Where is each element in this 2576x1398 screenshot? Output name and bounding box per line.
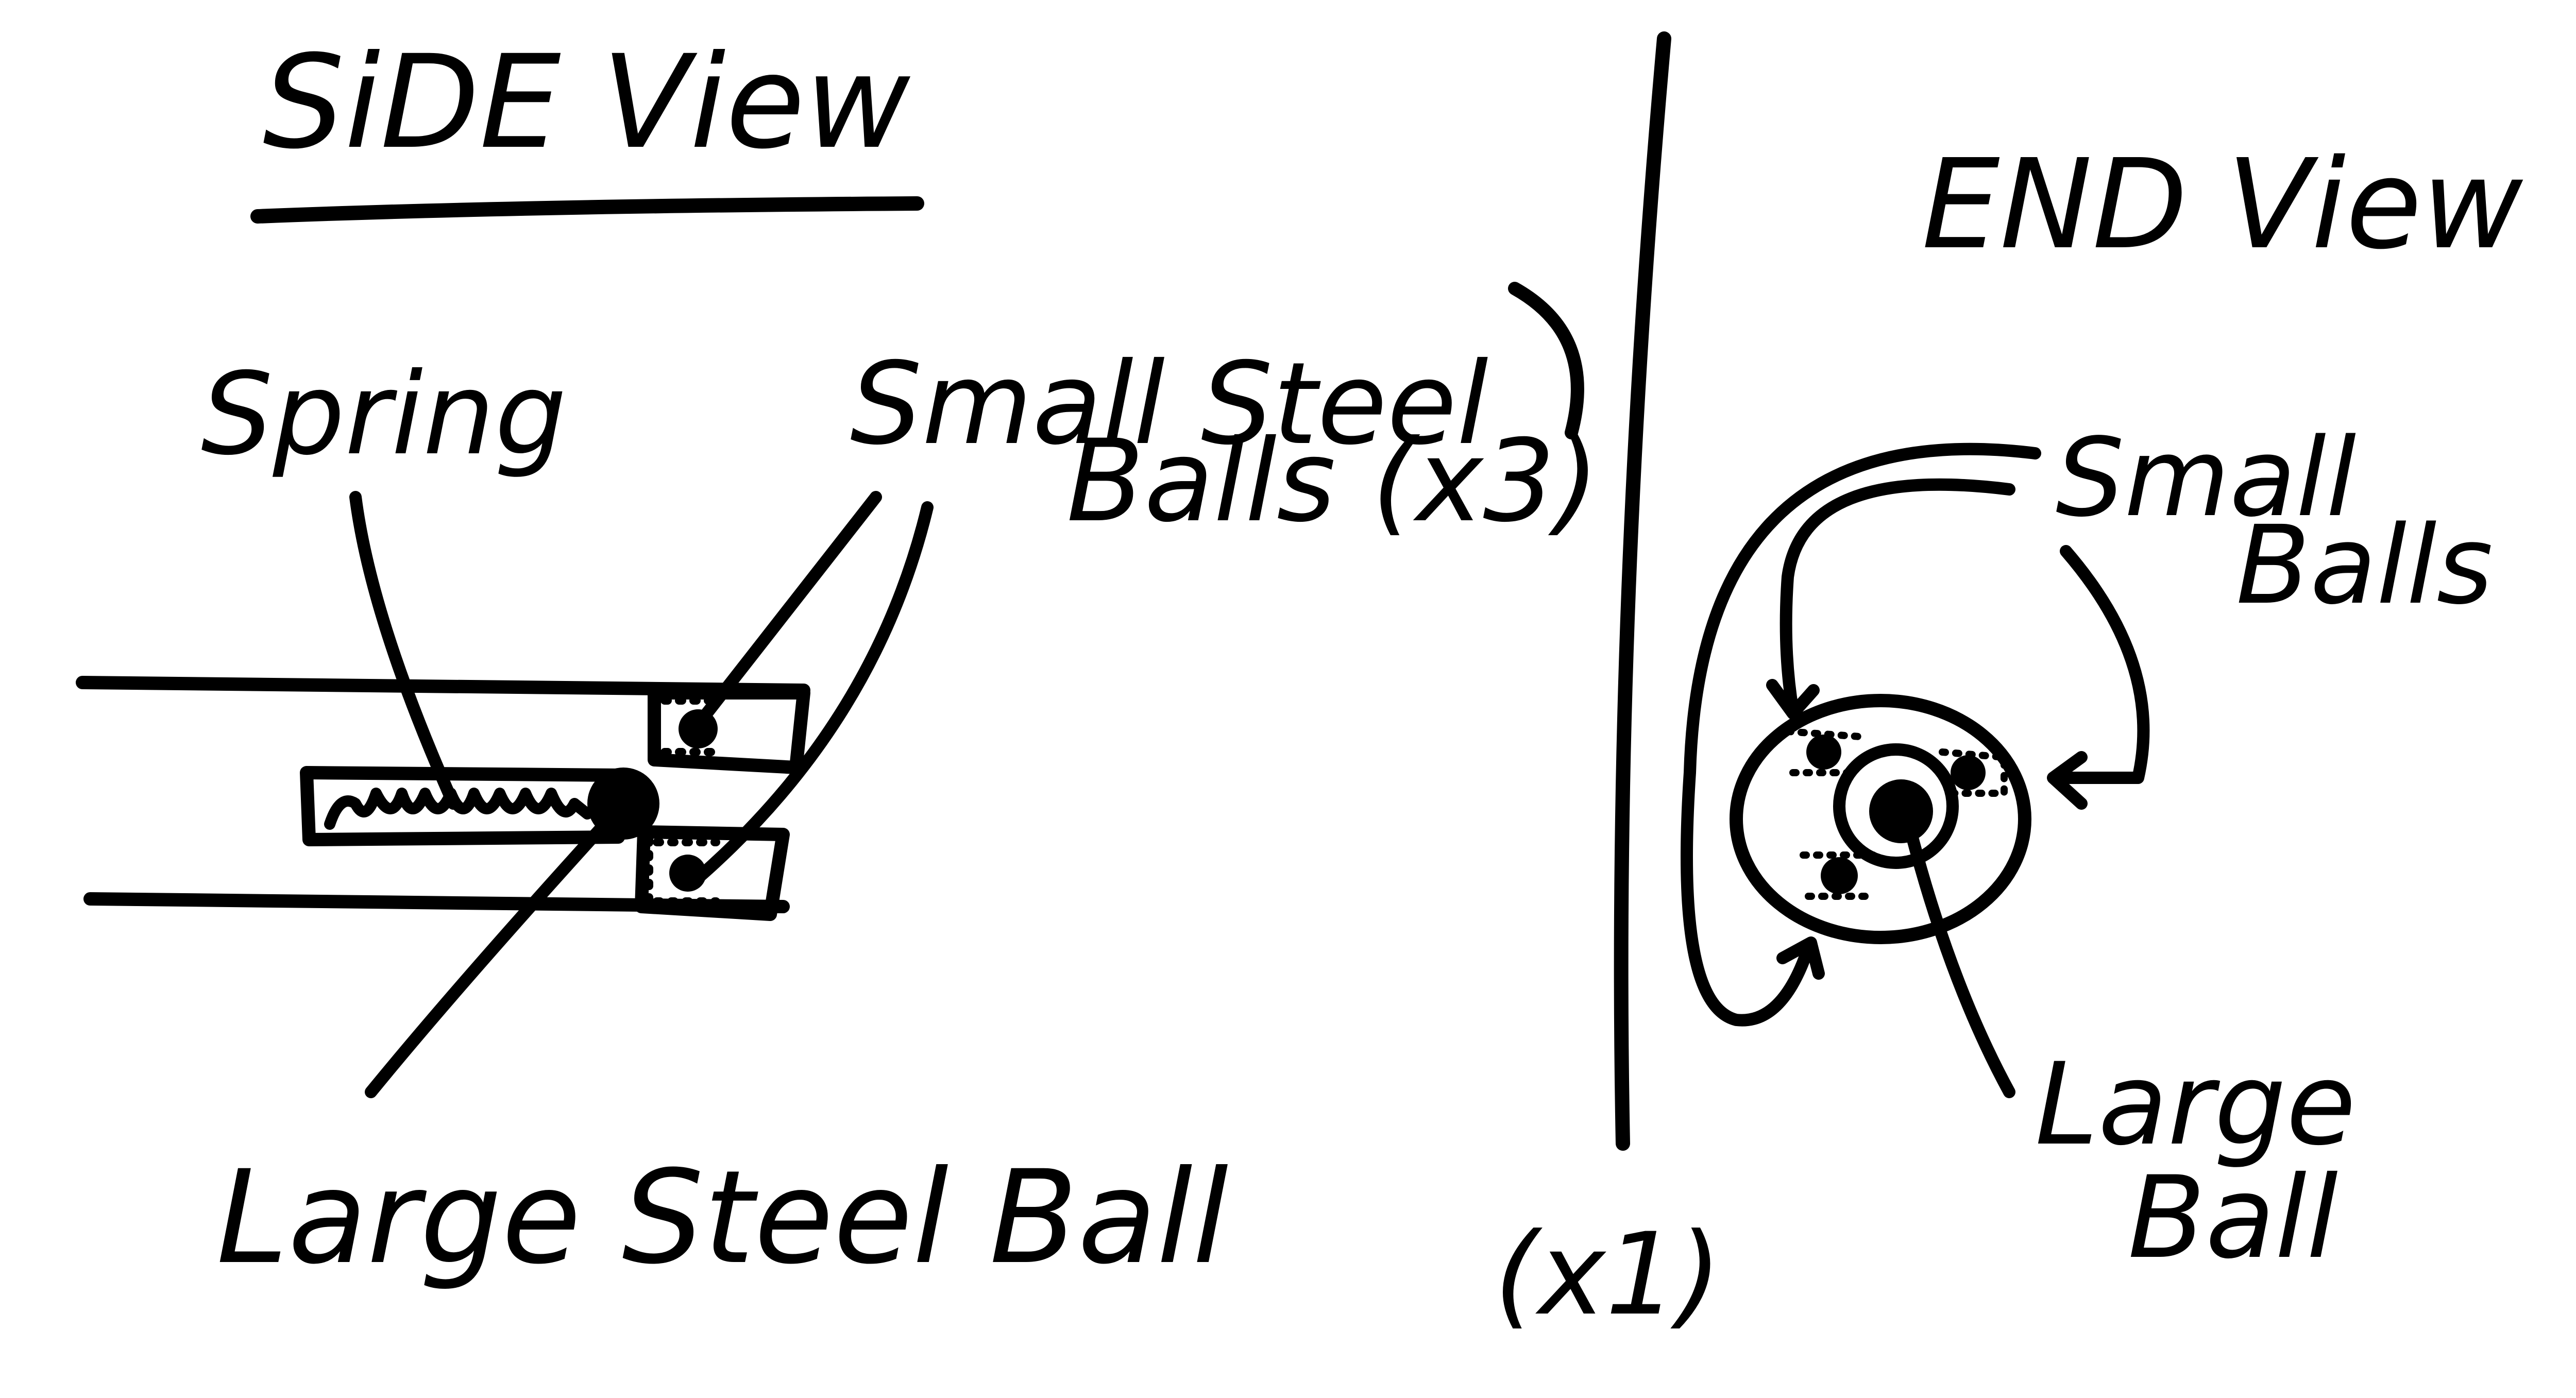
small-balls-leader-line-2 (694, 501, 934, 882)
large-steel-ball-label: Large Steel Ball (216, 1143, 1228, 1292)
small-steel-balls-label-line2: Balls (x3) (1066, 415, 1599, 547)
end-view-large-ball-label-line2: Ball (2128, 1152, 2338, 1284)
end-view-arrow-right (2047, 545, 2150, 810)
end-view-arrow-left (1681, 442, 2041, 1027)
spring-coil (324, 788, 593, 830)
end-view-large-ball-label-line1: Large (2035, 1038, 2356, 1170)
end-view-inner-ring (1833, 743, 1959, 869)
end-view-small-ball-left (1806, 735, 1841, 770)
end-view-title: END View (1922, 132, 2523, 277)
side-view-title: SiDE View (263, 27, 910, 177)
small-steel-balls-label-line1: Small Steel (850, 338, 1488, 470)
spring-label: Spring (201, 348, 567, 480)
lower-small-ball-pocket (645, 836, 720, 906)
end-view-small-ball-right (1951, 755, 1986, 790)
side-view-title-underline (250, 196, 924, 224)
end-view: END View Small Balls Large Ball (1681, 132, 2523, 1284)
end-view-small-ball-bottom (1821, 857, 1858, 894)
small-balls-leader-line-1 (694, 491, 882, 727)
end-view-large-ball-leader (1900, 808, 2015, 1098)
small-steel-ball-lower (669, 855, 706, 892)
small-balls-bracket (1508, 282, 1584, 439)
large-ball-leader-line (365, 797, 630, 1098)
large-steel-ball-count: (x1) (1494, 1208, 1722, 1340)
end-view-small-balls-label-line2: Balls (2236, 502, 2493, 628)
end-view-outer-circle (1730, 694, 2031, 944)
end-view-small-balls-label-line1: Small (2056, 415, 2356, 541)
end-view-arrow-top (1766, 478, 2015, 720)
end-view-pocket-dots (1784, 728, 2008, 900)
upper-holder-block (648, 686, 810, 774)
spring-leader-line (349, 491, 460, 810)
view-divider-line (1614, 31, 1671, 1151)
side-view: SiDE View Spring Small Steel Balls (x3) (76, 27, 1722, 1340)
